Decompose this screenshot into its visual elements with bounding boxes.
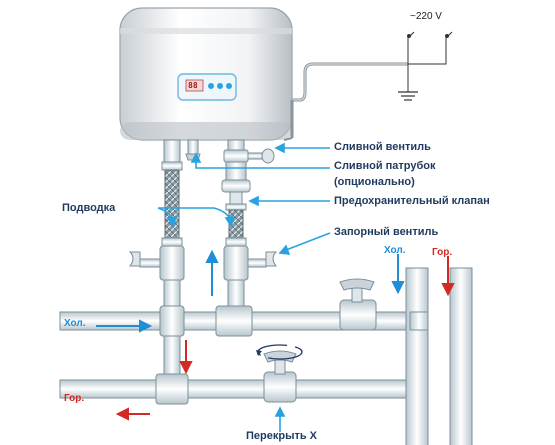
power-cable: [283, 62, 408, 141]
supply-label: Подводка: [62, 202, 116, 214]
ground-symbol: [398, 91, 418, 101]
drain-valve-label: Сливной вентиль: [334, 141, 431, 153]
control-panel: [177, 73, 237, 101]
flow-arrows-hot: [115, 256, 455, 421]
shutoff-valve-left: [128, 245, 185, 281]
drain-pipe-label: Сливной патрубок: [334, 160, 436, 172]
safety-valve-label: Предохранительный клапан: [334, 195, 490, 207]
flex-hose-hot: [225, 203, 247, 247]
voltage-label: ~220 V: [410, 11, 442, 22]
riser-columns: [405, 267, 473, 445]
shutoff-valve-label: Запорный вентиль: [334, 226, 439, 238]
cold-left-label: Хол.: [64, 318, 86, 329]
temperature-display: 88: [188, 81, 198, 90]
flow-arrows-cold: [96, 249, 405, 333]
shut-x-label: Перекрыть X: [246, 430, 318, 442]
hot-left-label: Гор.: [64, 393, 85, 404]
shutoff-valve-right: [223, 245, 278, 281]
cold-main-valve: [339, 278, 377, 331]
drain-pipe-optional-label: (опционально): [334, 176, 415, 188]
power-terminals: [407, 31, 453, 92]
hot-main-valve: [263, 350, 297, 403]
riser-pipes: [163, 279, 245, 379]
drain-valve: [223, 148, 275, 164]
cold-right-label: Хол.: [384, 245, 406, 256]
flex-hose-cold: [161, 161, 183, 247]
hot-main-pipe: [59, 373, 423, 405]
safety-valve: [221, 161, 251, 205]
hot-right-label: Гор.: [432, 247, 453, 258]
rotate-arrow-icon: [256, 344, 303, 360]
label-pointers: [157, 142, 331, 432]
